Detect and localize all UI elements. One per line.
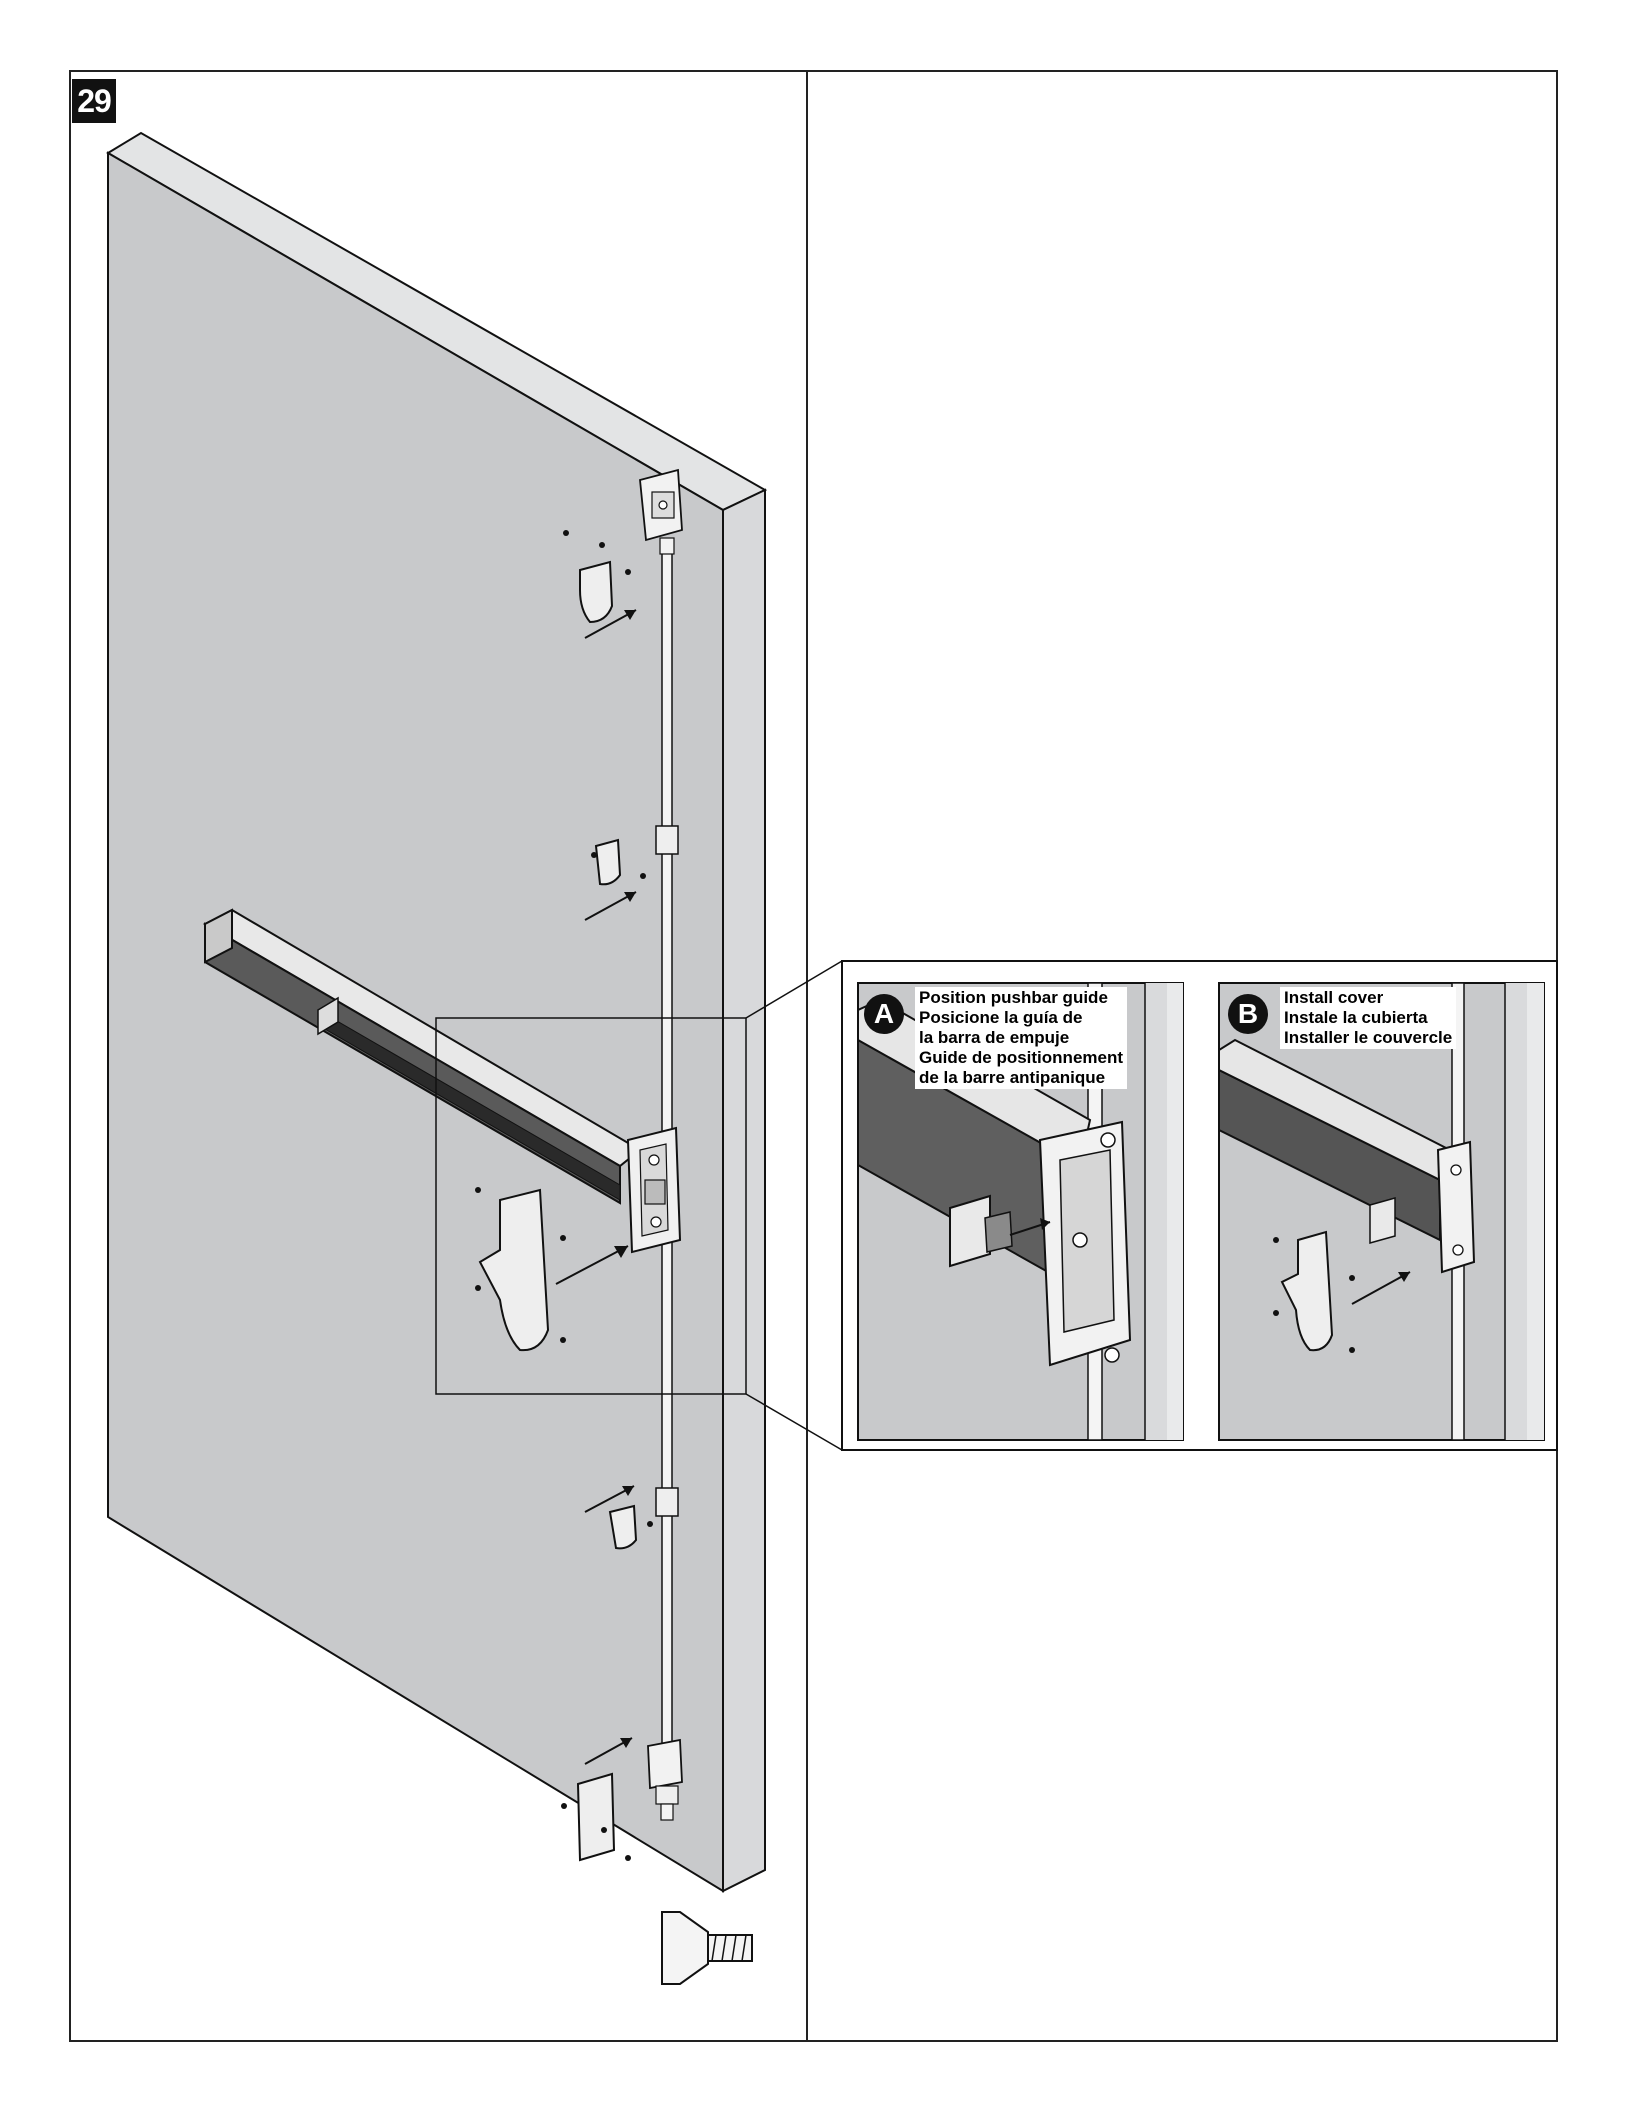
screw-icon bbox=[599, 542, 605, 548]
screw-icon bbox=[560, 1235, 566, 1241]
caption-line: Installer le couvercle bbox=[1284, 1028, 1453, 1047]
door-side-edge bbox=[722, 488, 766, 1893]
top-latch bbox=[639, 468, 683, 555]
step-number-badge: 29 bbox=[72, 79, 116, 123]
step-b-badge: B bbox=[1228, 994, 1268, 1034]
arrow-icon bbox=[620, 1738, 632, 1748]
caption-line: la barra de empuje bbox=[919, 1028, 1070, 1047]
step-b-caption: Install cover Instale la cubierta Instal… bbox=[1280, 987, 1457, 1049]
screw-icon bbox=[560, 1337, 566, 1343]
lower-rod-guide bbox=[584, 1485, 653, 1550]
caption-line: Posicione la guía de bbox=[919, 1008, 1083, 1027]
rod-coupler-lower bbox=[655, 1487, 679, 1517]
screw-icon bbox=[640, 873, 646, 879]
screw-icon bbox=[1349, 1275, 1355, 1281]
rod-coupler-upper bbox=[655, 825, 679, 855]
screw-icon bbox=[601, 1827, 607, 1833]
screw-icon bbox=[563, 530, 569, 536]
screw-icon bbox=[647, 1521, 653, 1527]
screw-icon bbox=[1273, 1310, 1279, 1316]
arrow-icon bbox=[1040, 1218, 1050, 1230]
arrow-icon bbox=[624, 610, 636, 620]
screw-icon bbox=[625, 1855, 631, 1861]
caption-line: Position pushbar guide bbox=[919, 988, 1108, 1007]
step-a-badge: A bbox=[864, 994, 904, 1034]
screw-icon bbox=[475, 1285, 481, 1291]
screw-icon bbox=[1349, 1347, 1355, 1353]
arrow-icon bbox=[622, 1486, 634, 1496]
center-case-cover bbox=[475, 1187, 629, 1352]
center-case bbox=[626, 1126, 682, 1254]
bottom-cover bbox=[561, 1737, 633, 1862]
caption-line: Instale la cubierta bbox=[1284, 1008, 1428, 1027]
screw-icon bbox=[1273, 1237, 1279, 1243]
screw-icon bbox=[561, 1803, 567, 1809]
detail-panel-b bbox=[1218, 982, 1545, 1441]
bottom-latch bbox=[647, 1738, 683, 1821]
screw-icon bbox=[625, 569, 631, 575]
caption-line: Install cover bbox=[1284, 988, 1384, 1007]
zoom-region bbox=[435, 1017, 747, 1395]
arrow-icon bbox=[624, 892, 636, 902]
caption-line: de la barre antipanique bbox=[919, 1068, 1106, 1087]
arrow-icon bbox=[1398, 1272, 1410, 1282]
caption-line: Guide de positionnement bbox=[919, 1048, 1124, 1067]
arrow-icon bbox=[614, 1246, 628, 1258]
upper-rod-guide bbox=[584, 838, 646, 921]
flat-head-screw-icon bbox=[661, 1911, 753, 1985]
screw-icon bbox=[591, 852, 597, 858]
screw-icon bbox=[475, 1187, 481, 1193]
top-cover bbox=[563, 530, 637, 639]
step-a-caption: Position pushbar guide Posicione la guía… bbox=[915, 987, 1128, 1089]
pushbar bbox=[202, 908, 642, 1205]
